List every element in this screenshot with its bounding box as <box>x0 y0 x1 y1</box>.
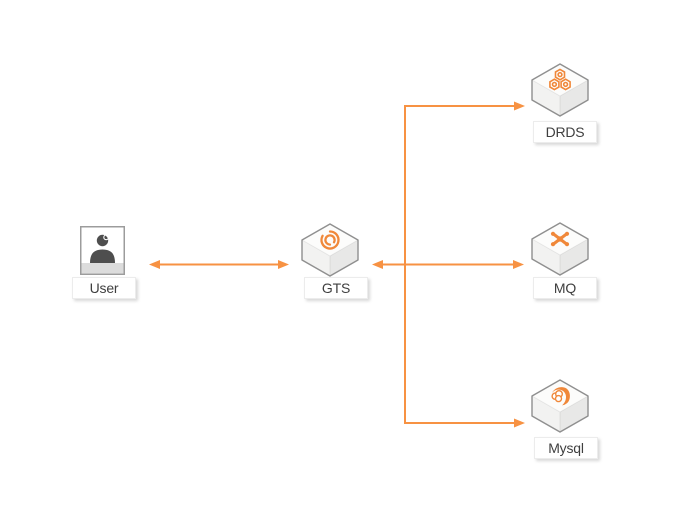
user-card-icon <box>80 226 125 275</box>
node-label-mysql: Mysql <box>534 437 598 459</box>
swirl-glyph <box>320 230 340 250</box>
node-label-gts: GTS <box>304 277 368 299</box>
dolphin-glyph <box>551 387 570 406</box>
node-label-user: User <box>72 277 136 299</box>
hub-x-cube-icon <box>531 222 589 276</box>
arrowhead-mysql <box>514 418 525 428</box>
arrowhead-left <box>372 260 383 269</box>
hub-x-glyph <box>550 231 570 247</box>
hexagon-cluster-glyph <box>549 68 571 91</box>
arrowhead-drds <box>514 101 525 111</box>
arrowhead-right <box>513 260 524 269</box>
swirl-cube-icon <box>301 223 359 277</box>
dolphin-cube-icon <box>531 379 589 433</box>
arrowhead-left <box>149 260 160 269</box>
connector-user-gts <box>149 260 289 269</box>
connector-branch-drds-mysql <box>404 101 525 428</box>
arrowhead-right <box>278 260 289 269</box>
hexagon-cluster-cube-icon <box>531 63 589 117</box>
connector-gts-mq <box>372 260 524 269</box>
node-label-drds: DRDS <box>533 121 597 143</box>
node-label-mq: MQ <box>533 277 597 299</box>
